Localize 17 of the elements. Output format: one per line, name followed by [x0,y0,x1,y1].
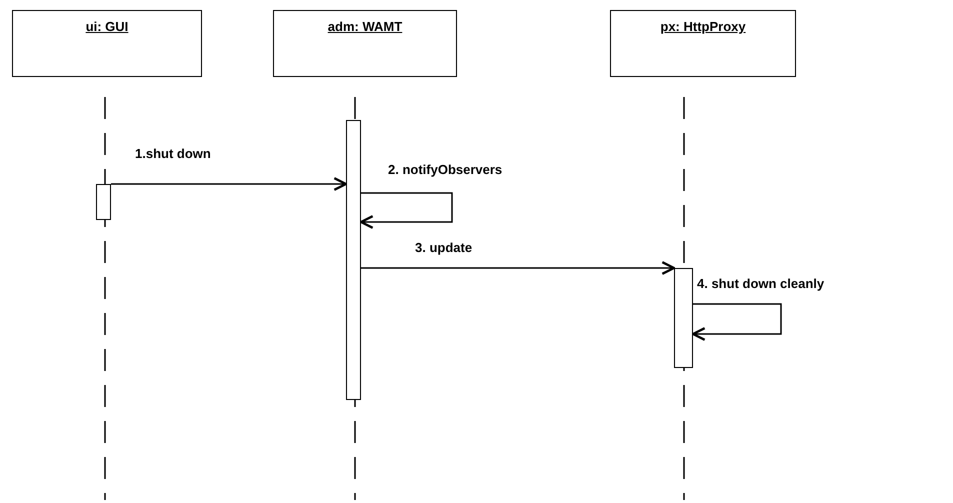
object-box [12,10,202,77]
object-name: px: HttpProxy [660,19,746,34]
message-arrow [692,303,782,341]
activation-bar [674,268,693,368]
object-box [273,10,457,77]
message-arrow [361,261,676,275]
object-name: adm: WAMT [328,19,402,34]
edge-label: 3. update [415,240,472,255]
edge-label: 2. notifyObservers [388,162,502,177]
message-arrow [111,177,348,191]
activation-bar [96,184,111,220]
object-box [610,10,796,77]
activation-bar [346,120,361,400]
message-arrow [360,192,453,229]
edge-label: 4. shut down cleanly [697,276,824,291]
edge-label: 1.shut down [135,146,211,161]
object-name: ui: GUI [86,19,128,34]
